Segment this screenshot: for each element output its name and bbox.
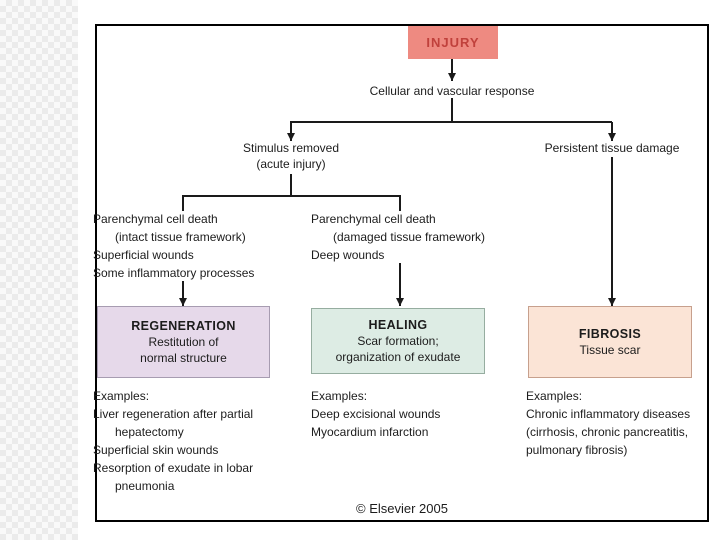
response-label: Cellular and vascular response xyxy=(369,84,535,98)
healing-desc-line: organization of exudate xyxy=(335,350,461,364)
example-line: Liver regeneration after partial xyxy=(93,407,254,421)
example-line: pneumonia xyxy=(115,479,175,493)
examples-label: Examples: xyxy=(311,389,368,403)
condition-line: (intact tissue framework) xyxy=(115,230,246,244)
condition-line: (damaged tissue framework) xyxy=(333,230,486,244)
arrow-to-stimulus-removed xyxy=(287,122,295,141)
checkered-background xyxy=(0,0,78,540)
connector-middle-stub xyxy=(399,195,401,211)
fibrosis-box: FIBROSIS Tissue scar xyxy=(528,306,692,378)
arrow-injury-to-response xyxy=(448,59,456,81)
condition-line: Parenchymal cell death xyxy=(93,212,218,226)
examples-label: Examples: xyxy=(93,389,150,403)
connector-branch-bar xyxy=(290,121,612,123)
examples-fibrosis: Examples: Chronic inflammatory diseases … xyxy=(526,387,690,459)
condition-line: Some inflammatory processes xyxy=(93,266,255,280)
example-line: (cirrhosis, chronic pancreatitis, xyxy=(526,425,689,439)
example-line: Chronic inflammatory diseases xyxy=(526,407,691,421)
arrow-to-regeneration xyxy=(179,281,187,306)
condition-line: Deep wounds xyxy=(311,248,385,262)
example-line: Deep excisional wounds xyxy=(311,407,441,421)
example-line: pulmonary fibrosis) xyxy=(526,443,628,457)
examples-label: Examples: xyxy=(526,389,583,403)
example-line: hepatectomy xyxy=(115,425,184,439)
regeneration-box: REGENERATION Restitution of normal struc… xyxy=(97,306,270,378)
example-line: Superficial skin wounds xyxy=(93,443,219,457)
arrow-to-healing xyxy=(396,263,404,306)
arrow-to-fibrosis xyxy=(608,157,616,306)
copyright-label: © Elsevier 2005 xyxy=(356,501,448,516)
connector-stimulus-stem xyxy=(290,174,292,196)
healing-desc-line: Scar formation; xyxy=(357,334,439,348)
condition-line: Superficial wounds xyxy=(93,248,194,262)
stimulus-removed-line1: Stimulus removed xyxy=(242,141,340,155)
arrow-to-persistent-damage xyxy=(608,122,616,141)
healing-title: HEALING xyxy=(368,318,428,332)
fibrosis-title: FIBROSIS xyxy=(578,327,642,341)
persistent-damage-label: Persistent tissue damage xyxy=(544,141,680,155)
condition-line: Parenchymal cell death xyxy=(311,212,436,226)
injury-box: INJURY xyxy=(408,26,498,59)
stimulus-removed-label: Stimulus removed (acute injury) xyxy=(243,140,339,172)
stimulus-removed-line2: (acute injury) xyxy=(256,157,326,171)
fibrosis-desc-line: Tissue scar xyxy=(579,343,641,357)
connector-split-bar xyxy=(182,195,400,197)
example-line: Myocardium infarction xyxy=(311,425,429,439)
examples-regeneration: Examples: Liver regeneration after parti… xyxy=(93,387,253,495)
regeneration-desc-line: Restitution of xyxy=(148,335,219,349)
example-line: Resorption of exudate in lobar xyxy=(93,461,254,475)
examples-healing: Examples: Deep excisional wounds Myocard… xyxy=(311,387,440,441)
connector-left-stub xyxy=(182,195,184,211)
diagram-frame xyxy=(95,24,709,522)
conditions-regeneration: Parenchymal cell death (intact tissue fr… xyxy=(93,210,254,282)
regeneration-desc-line: normal structure xyxy=(140,351,227,365)
injury-label: INJURY xyxy=(426,35,480,50)
healing-box: HEALING Scar formation; organization of … xyxy=(311,308,485,374)
regeneration-title: REGENERATION xyxy=(131,319,236,333)
conditions-healing: Parenchymal cell death (damaged tissue f… xyxy=(311,210,485,264)
connector-response-stem xyxy=(451,98,453,122)
